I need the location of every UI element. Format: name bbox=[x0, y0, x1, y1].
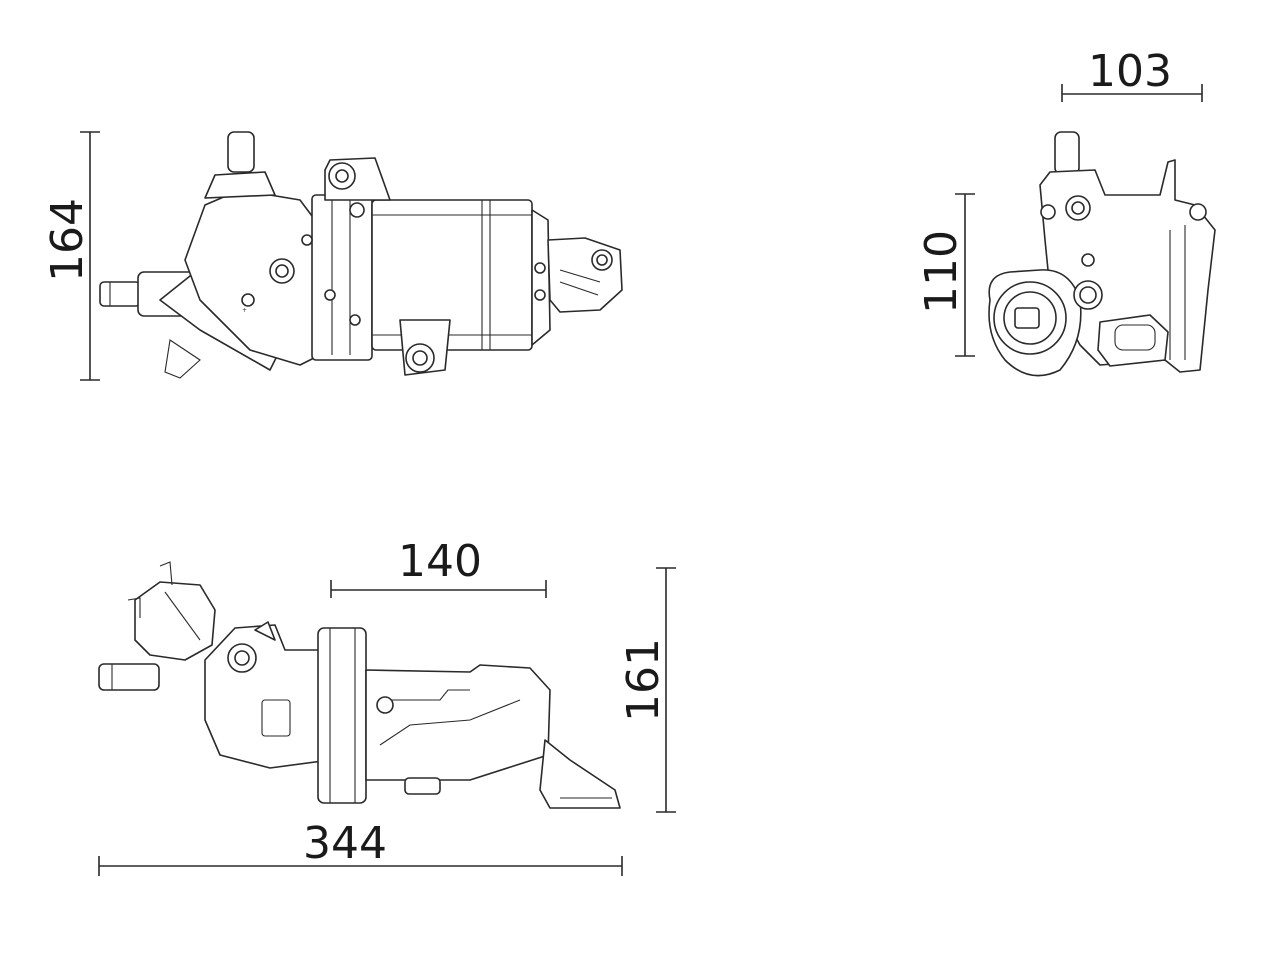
dimension-side-width: 103 bbox=[1061, 46, 1203, 102]
bottom-inlet-pipe bbox=[98, 663, 160, 691]
valve-housing bbox=[184, 189, 321, 366]
flange-plate bbox=[311, 194, 373, 361]
dimension-label-103: 103 bbox=[1088, 46, 1172, 97]
dimension-bottom-offset: 140 bbox=[330, 536, 547, 598]
right-bracket bbox=[547, 237, 623, 313]
bottom-cooler bbox=[365, 664, 551, 781]
cooler-body bbox=[371, 199, 533, 351]
dimension-label-110: 110 bbox=[916, 230, 967, 314]
front-view: 164 + bbox=[42, 131, 623, 381]
inlet-pipe bbox=[99, 281, 141, 307]
dimension-side-height: 110 bbox=[916, 193, 975, 357]
bottom-actuator bbox=[134, 581, 216, 661]
side-view: 103 110 bbox=[916, 46, 1216, 377]
dimension-overall-length: 344 bbox=[98, 818, 623, 876]
dimension-label-140: 140 bbox=[398, 536, 482, 587]
dimension-label-344: 344 bbox=[303, 818, 387, 869]
dimension-label-161: 161 bbox=[618, 638, 669, 722]
svg-text:+: + bbox=[242, 307, 247, 314]
bottom-flange bbox=[317, 627, 367, 804]
dimension-front-height: 164 bbox=[42, 131, 100, 381]
dimension-bottom-height: 161 bbox=[618, 567, 676, 813]
dimension-label-164: 164 bbox=[42, 198, 93, 282]
bottom-bracket bbox=[539, 739, 621, 809]
bottom-view: 140 161 344 bbox=[98, 536, 676, 876]
